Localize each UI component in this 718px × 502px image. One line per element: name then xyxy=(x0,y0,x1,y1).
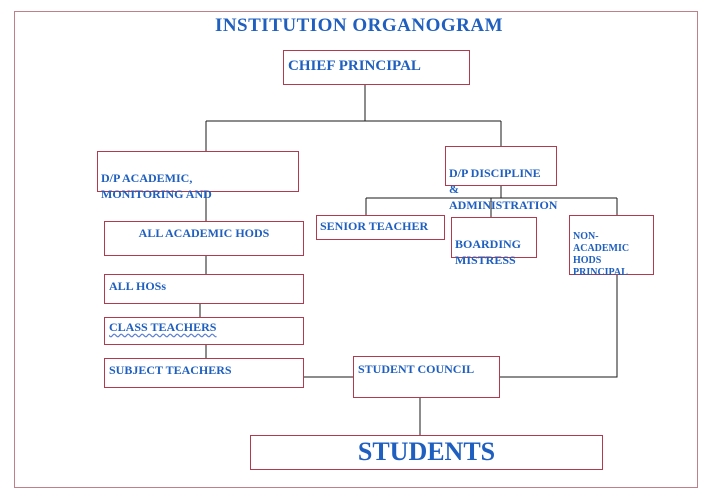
chief-principal-box: CHIEF PRINCIPAL xyxy=(283,50,470,85)
all-academic-hods-box: ALL ACADEMIC HODS xyxy=(104,221,304,256)
subject-teachers-box: SUBJECT TEACHERS xyxy=(104,358,304,388)
diagram-frame xyxy=(14,11,698,488)
boarding-mistress-label: BOARDING MISTRESS xyxy=(455,237,522,267)
boarding-mistress-box: BOARDING MISTRESS xyxy=(451,217,537,267)
non-academic-hods-box: NON- ACADEMIC HODS PRINCIPAL xyxy=(569,215,654,278)
all-hoss-label: ALL HOSs xyxy=(109,279,167,293)
dp-academic-label: D/P ACADEMIC, MONITORING AND xyxy=(101,171,212,201)
class-teachers-label: CLASS TEACHERS xyxy=(109,320,217,334)
senior-teacher-label: SENIOR TEACHER xyxy=(320,219,429,233)
dp-discipline-box: D/P DISCIPLINE & ADMINISTRATION xyxy=(445,146,557,212)
dp-discipline-label: D/P DISCIPLINE & ADMINISTRATION xyxy=(449,166,558,212)
dp-academic-box: D/P ACADEMIC, MONITORING AND xyxy=(97,151,299,201)
senior-teacher-box: SENIOR TEACHER xyxy=(316,215,445,240)
class-teachers-box: CLASS TEACHERS xyxy=(104,317,304,345)
student-council-box: STUDENT COUNCIL xyxy=(353,356,500,398)
students-box: STUDENTS xyxy=(250,435,603,470)
students-label: STUDENTS xyxy=(357,437,496,466)
subject-teachers-label: SUBJECT TEACHERS xyxy=(109,363,232,377)
all-hoss-box: ALL HOSs xyxy=(104,274,304,304)
student-council-label: STUDENT COUNCIL xyxy=(358,362,475,376)
non-academic-hods-label: NON- ACADEMIC HODS PRINCIPAL xyxy=(573,231,630,278)
diagram-title: INSTITUTION ORGANOGRAM xyxy=(214,15,504,36)
chief-principal-label: CHIEF PRINCIPAL xyxy=(288,58,421,74)
all-academic-hods-label: ALL ACADEMIC HODS xyxy=(138,226,270,240)
